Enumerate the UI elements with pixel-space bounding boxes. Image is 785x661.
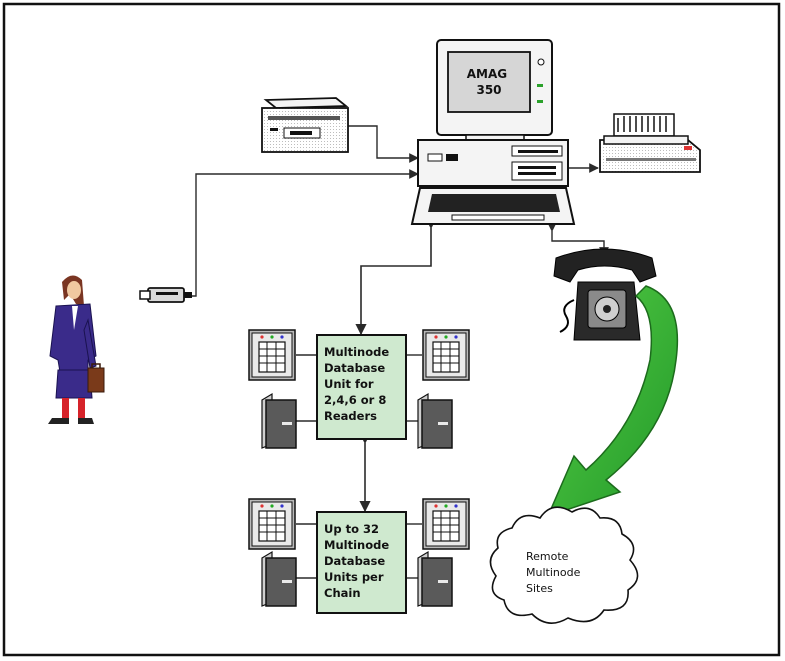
database-unit-line-3: Unit for <box>324 377 374 391</box>
printer-icon <box>599 113 701 173</box>
chain-unit-box <box>316 511 407 614</box>
chain-unit-line-4: Units per <box>324 570 384 584</box>
cloud-icon <box>489 506 639 624</box>
door-icon <box>417 551 453 607</box>
computer-icon <box>410 39 576 225</box>
monitor-text: AMAG 350 <box>467 67 512 97</box>
chain-unit-text: Up to 32 Multinode Database Units per Ch… <box>324 522 393 600</box>
remote-sites-line-1: Remote <box>526 550 569 563</box>
chain-unit-line-1: Up to 32 <box>324 522 379 536</box>
card-reader-icon <box>422 329 470 381</box>
camera-connector <box>190 169 419 297</box>
monitor-line-2: 350 <box>476 83 501 97</box>
green-arrow-icon <box>546 285 679 518</box>
database-unit-line-2: Database <box>324 361 385 375</box>
chain-unit-line-2: Multinode <box>324 538 389 552</box>
chain-unit-line-5: Chain <box>324 586 361 600</box>
tape-drive-connector <box>348 125 419 163</box>
database-unit-text: Multinode Database Unit for 2,4,6 or 8 R… <box>324 345 393 423</box>
door-icon <box>417 393 453 449</box>
monitor-line-1: AMAG <box>467 67 507 81</box>
database-unit-box <box>316 334 407 440</box>
chain-unit-line-3: Database <box>324 554 385 568</box>
database-unit-line-4: 2,4,6 or 8 <box>324 393 386 407</box>
database-unit-line-1: Multinode <box>324 345 389 359</box>
camera-icon <box>139 287 192 303</box>
database-unit-line-5: Readers <box>324 409 377 423</box>
remote-sites-line-2: Multinode <box>526 566 581 579</box>
person-icon <box>48 275 105 424</box>
remote-sites-text: Remote Multinode Sites <box>526 550 584 595</box>
tape-drive-icon <box>261 97 349 153</box>
computer-database-connector <box>355 217 437 336</box>
door-icon <box>261 551 297 607</box>
telephone-icon <box>553 248 657 341</box>
card-reader-icon <box>248 498 296 550</box>
card-reader-icon <box>422 498 470 550</box>
door-icon <box>261 393 297 449</box>
remote-sites-line-3: Sites <box>526 582 553 595</box>
card-reader-icon <box>248 329 296 381</box>
